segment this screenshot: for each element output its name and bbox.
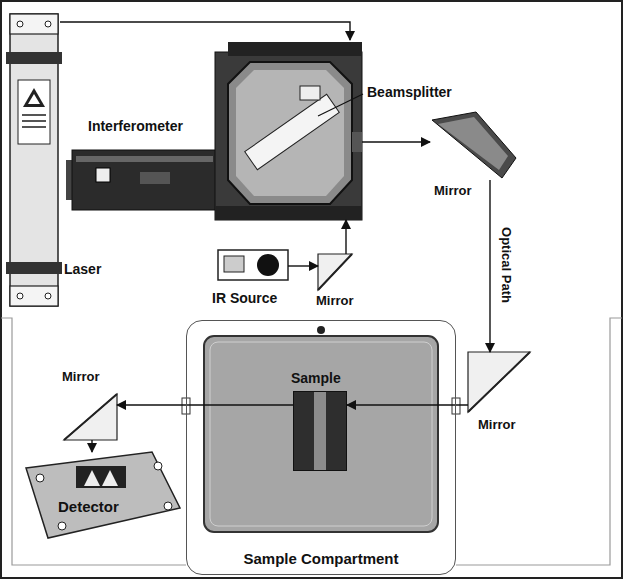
interferometer-drawing (140, 172, 170, 184)
mirror-drawing (318, 254, 352, 290)
mirror-drawing (64, 394, 117, 440)
laser-drawing (28, 94, 40, 104)
component-label: Mirror (62, 370, 100, 385)
compartment-label: Sample Compartment (187, 550, 455, 567)
beam-arrow (60, 22, 350, 40)
component-label: Mirror (316, 294, 354, 309)
interferometer-drawing (352, 132, 362, 152)
detector-drawing (26, 452, 180, 538)
compartment-drawing (182, 326, 460, 532)
laser-drawing (6, 52, 62, 64)
component-label: Mirror (478, 418, 516, 433)
detector-drawing (84, 470, 100, 486)
mirror-drawing (432, 112, 516, 178)
laser-drawing (17, 293, 23, 299)
laser-drawing (23, 88, 45, 107)
laser-drawing (18, 80, 50, 144)
component-label: Detector (58, 498, 119, 515)
component-label: Mirror (434, 184, 472, 199)
compartment-drawing (452, 398, 460, 414)
laser-drawing (17, 21, 23, 27)
mirror-drawing (438, 117, 508, 170)
interferometer-drawing (228, 42, 362, 56)
component-label: Interferometer (88, 118, 183, 134)
path-label: Optical Path (499, 225, 514, 305)
ir-source-drawing (218, 250, 288, 280)
laser-unit: Laser (8, 12, 60, 307)
detector-drawing (26, 452, 180, 538)
interferometer-drawing (228, 62, 352, 204)
beam-arrow (345, 220, 346, 254)
beam-arrow (117, 404, 293, 405)
interferometer-drawing (245, 94, 340, 169)
ir-source-drawing (257, 254, 279, 276)
compartment-drawing (210, 342, 432, 526)
mirror-wedge: Mirror (64, 394, 117, 440)
detector-drawing (164, 502, 172, 510)
compartment-drawing (317, 326, 325, 334)
ir-source: IR Source (218, 250, 288, 280)
laser-drawing (6, 14, 62, 306)
sample-holder: Sample (293, 391, 347, 471)
detector-drawing (36, 474, 44, 482)
leader-line (318, 94, 363, 116)
laser-drawing (22, 120, 46, 122)
laser-drawing (22, 126, 46, 128)
interferometer-unit: Interferometer (72, 40, 362, 220)
laser-drawing (45, 293, 51, 299)
component-label: Laser (64, 261, 101, 277)
component-label: Sample (291, 370, 341, 386)
mirror-drawing (318, 254, 352, 290)
beam-arrow (91, 440, 92, 452)
interferometer-drawing (66, 42, 362, 220)
part-label: Beamsplitter (367, 84, 452, 100)
page-frame (1, 318, 622, 565)
detector-drawing (58, 522, 66, 530)
component-label: IR Source (212, 290, 277, 306)
interferometer-drawing (76, 156, 213, 162)
beam-arrow (288, 265, 318, 266)
interferometer-drawing (215, 206, 362, 220)
mirror-drawing (64, 394, 117, 440)
laser-drawing (45, 21, 51, 27)
mirror-drawing (468, 352, 530, 412)
ir-source-drawing (218, 250, 288, 280)
interferometer-drawing (72, 150, 217, 210)
detector-drawing (76, 466, 126, 488)
ir-source-drawing (224, 256, 244, 272)
interferometer-drawing (236, 70, 344, 196)
beam-arrow (347, 404, 468, 405)
mirror-wedge: Mirror (318, 254, 352, 290)
laser-drawing (22, 114, 46, 116)
mirror-prism: Mirror (430, 110, 518, 180)
beam-arrow (489, 180, 490, 352)
beam-arrow (362, 141, 430, 142)
interferometer-drawing (96, 168, 110, 182)
detector-unit: Detector (26, 452, 180, 538)
mirror-wedge: Mirror (468, 352, 530, 412)
laser-drawing (6, 262, 62, 274)
interferometer-drawing (300, 86, 320, 100)
detector-drawing (154, 462, 162, 470)
interferometer-drawing (215, 52, 362, 220)
leader-line (318, 94, 363, 116)
laser-drawing (10, 286, 58, 306)
laser-drawing (10, 14, 58, 34)
sample-compartment: Sample Compartment Sample (186, 320, 456, 575)
mirror-drawing (468, 352, 530, 412)
compartment-drawing (204, 336, 438, 532)
detector-drawing (102, 470, 118, 486)
